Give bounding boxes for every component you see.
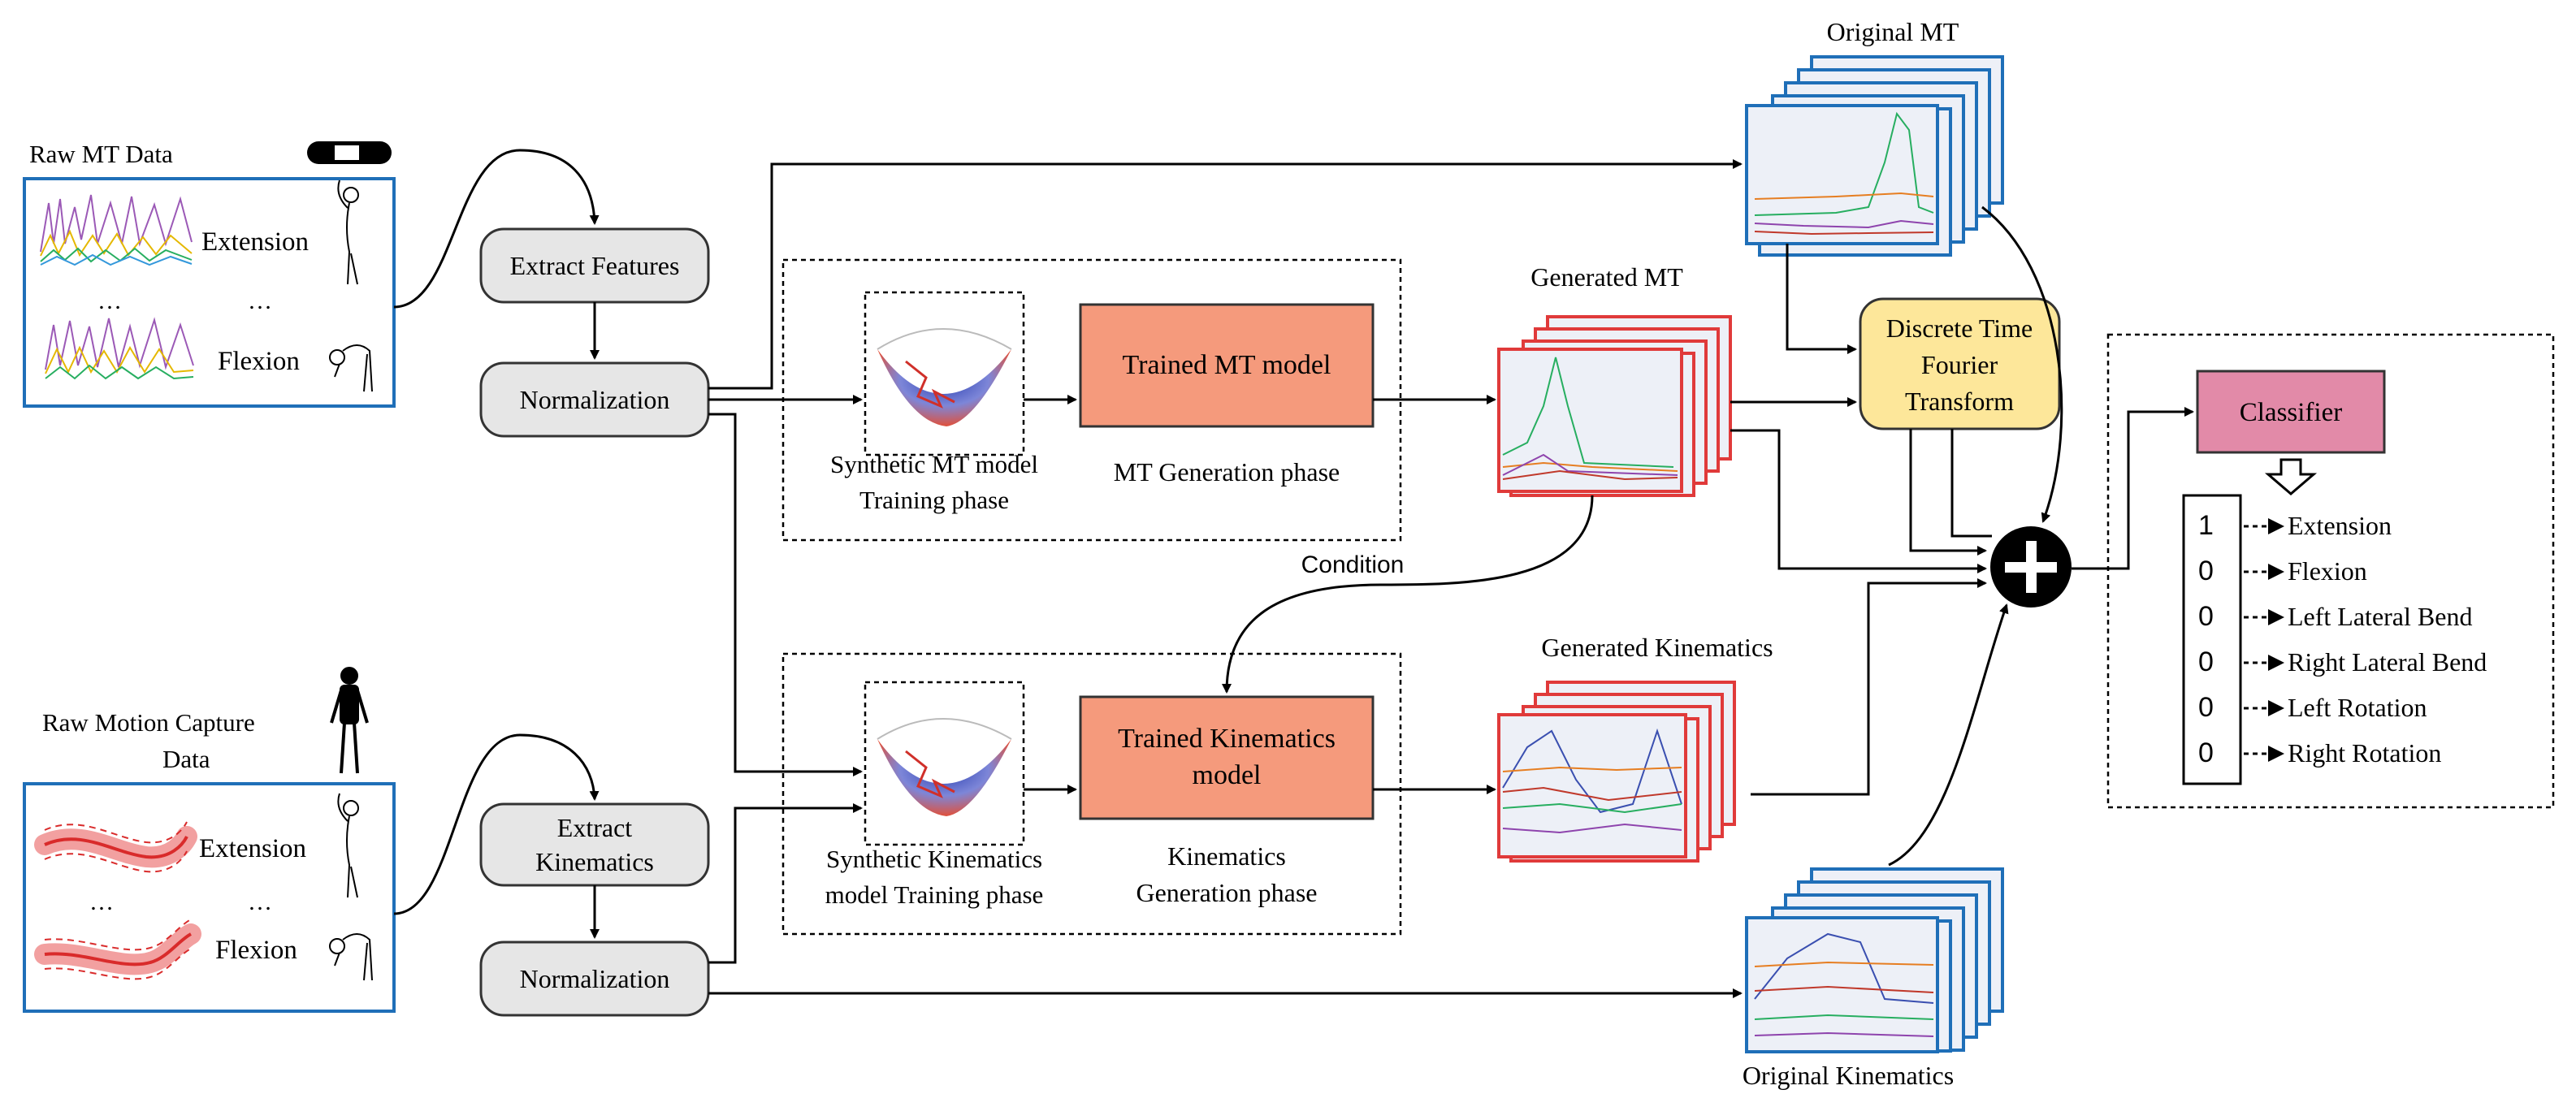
mt-training-label-line1: Synthetic MT model [830,450,1038,478]
onehot-class-label: Right Rotation [2288,738,2441,768]
extract-kinematics-node: Extract Kinematics [479,802,710,887]
mt-generation-group: Synthetic MT model Training phase Traine… [781,258,1402,542]
original-kin-label: Original Kinematics [1743,1061,1954,1090]
raw-mt-signal-flexion [45,317,194,380]
raw-mt-signal-extension [40,194,193,266]
dtft-label-line2: Fourier [1921,350,1998,379]
kin-loss-surface-icon [877,718,1012,816]
onehot-value: 1 [2198,510,2214,541]
classifier-output-row: 0 Left Lateral Bend [2198,601,2472,632]
normalization-kin-label: Normalization [520,964,670,993]
extract-features-node: Extract Features [479,227,710,304]
original-kin-stack: Original Kinematics [1743,867,2004,1090]
extract-kinematics-label-line2: Kinematics [535,847,654,876]
raw-mocap-ellipsis-right: … [248,889,272,915]
onehot-class-label: Left Lateral Bend [2288,602,2472,631]
connectors [393,149,2194,998]
onehot-value: 0 [2198,692,2214,723]
onehot-arrowhead-icon [2268,700,2284,716]
mt-loss-surface-frame [864,291,1025,456]
kin-loss-surface-frame [864,681,1025,846]
classifier-box [2196,370,2386,454]
kin-training-label-line2: model Training phase [825,880,1044,909]
raw-mt-label-extension: Extension [201,227,309,257]
classifier-output-row: 0 Flexion [2198,556,2367,586]
wearable-sensor-icon [307,141,392,164]
original-mt-stack: Original MT [1745,17,2004,257]
trained-kin-model-label-line2: model [1193,760,1262,790]
generated-kin-label: Generated Kinematics [1541,633,1773,662]
mt-loss-surface-icon [877,328,1012,426]
extract-features-label: Extract Features [510,251,680,280]
trained-mt-model-label: Trained MT model [1123,350,1331,380]
mt-generation-phase-label: MT Generation phase [1114,457,1340,486]
person-extension-icon-2 [337,793,359,898]
raw-mocap-box [23,782,396,1013]
raw-mt-ellipsis-right: … [248,288,272,314]
raw-mocap-label-extension: Extension [199,834,306,863]
condition-label: Condition [1301,551,1405,578]
onehot-arrowhead-icon [2268,655,2284,671]
onehot-arrowhead-icon [2268,746,2284,762]
raw-mocap-label-flexion: Flexion [215,936,297,965]
onehot-class-label: Left Rotation [2288,693,2427,722]
raw-mt-panel: Raw MT Data Extension … … Flexion [23,140,396,408]
classifier-output-row: 0 Right Rotation [2198,737,2441,768]
person-flexion-icon-2 [329,933,373,981]
onehot-arrowhead-icon [2268,518,2284,534]
normalization-mt-label: Normalization [520,385,670,414]
kin-generation-group: Synthetic Kinematics model Training phas… [781,652,1402,936]
original-mt-label: Original MT [1827,17,1959,46]
generated-mt-stack: Generated MT [1497,262,1732,497]
classifier-output-row: 1 Extension [2198,510,2392,541]
raw-mt-label-flexion: Flexion [218,347,300,376]
classifier-label: Classifier [2240,398,2342,427]
dtft-label-line3: Transform [1905,387,2014,416]
raw-mt-ellipsis-left: … [97,288,122,314]
onehot-class-label: Extension [2288,511,2392,540]
extract-kinematics-label-line1: Extract [557,813,633,842]
onehot-vector-box [2182,494,2242,785]
raw-mocap-title-line2: Data [162,745,210,773]
mt-training-label-line2: Training phase [859,486,1009,514]
dtft-node: Discrete Time Fourier Transform [1859,297,2061,430]
onehot-value: 0 [2198,601,2214,632]
kin-generation-phase-line1: Kinematics [1167,841,1286,871]
normalization-kin-node: Normalization [479,941,710,1017]
raw-mocap-curve-extension [34,821,197,873]
kin-training-label-line1: Synthetic Kinematics [826,845,1042,873]
kin-generation-phase-line2: Generation phase [1136,878,1317,907]
normalization-mt-node: Normalization [479,361,710,438]
classifier-output-row: 0 Left Rotation [2198,692,2427,723]
classifier-output-row: 0 Right Lateral Bend [2198,646,2487,677]
raw-mt-box [23,177,396,408]
raw-mocap-ellipsis-left: … [89,889,114,915]
person-extension-icon [337,179,359,285]
onehot-arrowhead-icon [2268,564,2284,580]
trained-kin-model-box [1079,695,1375,820]
generated-kin-stack: Generated Kinematics [1497,633,1773,863]
classifier-output-arrow-icon [2264,458,2318,495]
generated-mt-label: Generated MT [1530,262,1683,292]
person-flexion-icon [329,344,373,392]
combine-plus-icon [1990,526,2072,608]
trained-kin-model-label-line1: Trained Kinematics [1118,724,1336,754]
trained-mt-model-box [1079,303,1375,428]
skeleton-icon [330,667,369,774]
onehot-value: 0 [2198,556,2214,586]
onehot-class-label: Right Lateral Bend [2288,647,2487,677]
raw-mocap-curve-flexion [34,919,201,980]
raw-mocap-title-line1: Raw Motion Capture [42,708,255,737]
raw-mocap-panel: Raw Motion Capture Data Extension … … [23,667,396,1013]
raw-mt-title: Raw MT Data [29,140,173,168]
onehot-class-label: Flexion [2288,556,2367,586]
onehot-arrowhead-icon [2268,609,2284,625]
onehot-value: 0 [2198,737,2214,768]
onehot-value: 0 [2198,646,2214,677]
dtft-label-line1: Discrete Time [1886,314,2033,343]
